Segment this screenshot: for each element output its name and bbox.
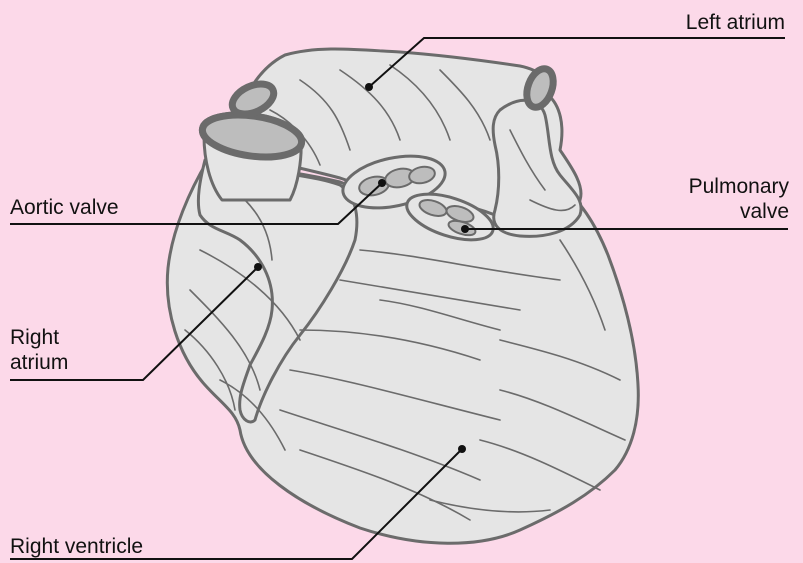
dot-pulmonary-valve bbox=[461, 225, 469, 233]
label-pulmonary-valve-line-2: valve bbox=[689, 199, 789, 224]
label-right-ventricle: Right ventricle bbox=[10, 534, 143, 559]
label-right-atrium-line-1: Right bbox=[10, 325, 68, 350]
label-left-atrium: Left atrium bbox=[686, 10, 785, 35]
dot-right-ventricle bbox=[458, 445, 466, 453]
label-aortic-valve: Aortic valve bbox=[10, 195, 119, 220]
label-right-atrium: Right atrium bbox=[10, 325, 68, 375]
label-right-atrium-line-2: atrium bbox=[10, 350, 68, 375]
label-pulmonary-valve-line-1: Pulmonary bbox=[689, 174, 789, 199]
dot-right-atrium bbox=[254, 263, 262, 271]
dot-left-atrium bbox=[365, 83, 373, 91]
label-pulmonary-valve: Pulmonary valve bbox=[689, 174, 789, 224]
dot-aortic-valve bbox=[378, 179, 386, 187]
